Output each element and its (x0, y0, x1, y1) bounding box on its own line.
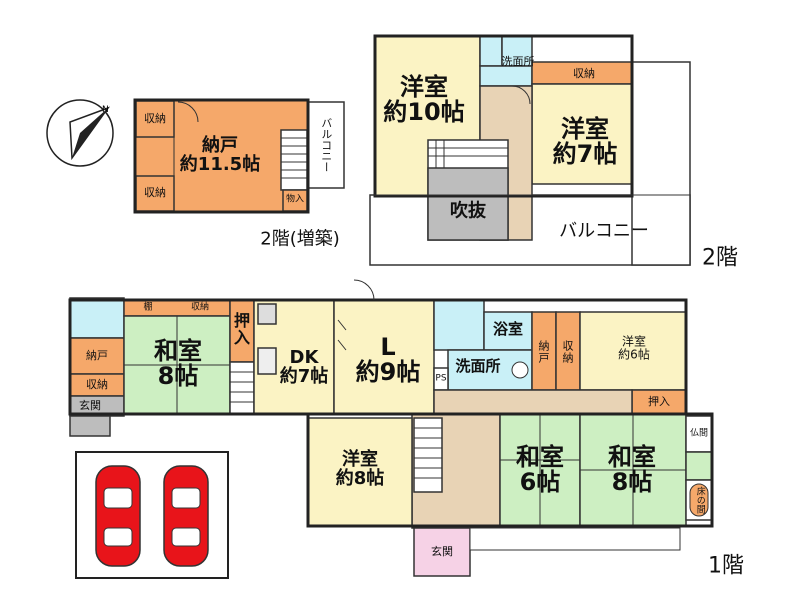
storage-room-annex-label: 納戸 約11.5帖 (179, 135, 261, 175)
washitsu-8b-label: 和室 8帖 (608, 442, 656, 496)
oshiire-b-label: 押入 (648, 395, 670, 409)
floor2-main (369, 34, 691, 266)
fukinuke (427, 167, 509, 241)
stove-icon (257, 303, 277, 325)
washitsu-8a-label: 和室 8帖 (154, 336, 202, 390)
washitsu-6-label: 和室 6帖 (516, 442, 564, 496)
washroom-1f-label: 洗面所 (455, 357, 501, 376)
toilet-1f (433, 299, 485, 351)
western-room-8-label: 洋室 約8帖 (335, 449, 385, 489)
western-room-7-label: 洋室 約7帖 (552, 114, 618, 168)
oshiire-annex-label: 物入 (285, 194, 305, 205)
closet-left-label: 収納 (86, 378, 108, 392)
stairs-1f-left (229, 361, 255, 415)
washroom-2f-label: 洗面所 (501, 55, 535, 69)
nando-vertical (531, 311, 557, 391)
toilet-left (69, 297, 125, 339)
entrance-main-label: 玄関 (431, 545, 453, 559)
storage-left-label: 納戸 (86, 349, 108, 363)
nando-vertical-label: 納 戸 (538, 339, 550, 364)
closet-annex-top-label: 収納 (144, 112, 166, 126)
tokonoma-label: 床の間 (694, 486, 705, 514)
western-room-6-label: 洋室 約6帖 (618, 334, 650, 361)
floor-1-label: 1階 (708, 553, 744, 579)
closet-2f-label: 収納 (573, 67, 595, 81)
ps-label: PS (435, 373, 447, 384)
svg-text:N: N (102, 105, 109, 115)
western-room-10-label: 洋室 約10帖 (383, 72, 465, 126)
bathroom-label: 浴室 (492, 320, 524, 339)
fukinuke-label: 吹抜 (450, 200, 486, 222)
car-icon (163, 465, 209, 567)
balcony-annex-label: バルコニー (319, 117, 333, 173)
stairs-annex (280, 129, 308, 191)
dining-kitchen-label: DK 約7帖 (279, 347, 329, 387)
shelf-label: 棚 (143, 302, 153, 313)
western-room-8 (307, 417, 413, 527)
toilet-2f (479, 35, 503, 67)
car-icon (95, 465, 141, 567)
closet-vertical-label: 収 納 (562, 339, 574, 364)
floor-2-annex-label: 2階(増築) (260, 228, 340, 250)
oshiire-a-label: 押 入 (233, 311, 251, 347)
shelf-closet-strip (123, 299, 231, 317)
floor-2-label: 2階 (702, 245, 738, 271)
closet-annex-top (135, 100, 175, 138)
closet-annex-bottom-label: 収納 (144, 186, 166, 200)
compass-icon: N (46, 99, 114, 167)
balcony-annex (307, 101, 345, 189)
entrance-main (413, 527, 471, 577)
living-room-label: L 約9帖 (355, 332, 421, 386)
entrance-left-label: 玄関 (79, 399, 101, 413)
butsuma-label: 仏間 (689, 428, 709, 439)
balcony-2f-label: バルコニー (559, 220, 649, 242)
stairs-1f (413, 417, 443, 493)
sink-icon (257, 347, 277, 375)
bathroom (483, 311, 533, 351)
floor2-annex (133, 98, 345, 214)
floor1 (68, 279, 714, 579)
closet-annex-bottom (135, 175, 175, 212)
closet-a-label: 収納 (190, 302, 210, 313)
hallway-1f (433, 389, 633, 415)
